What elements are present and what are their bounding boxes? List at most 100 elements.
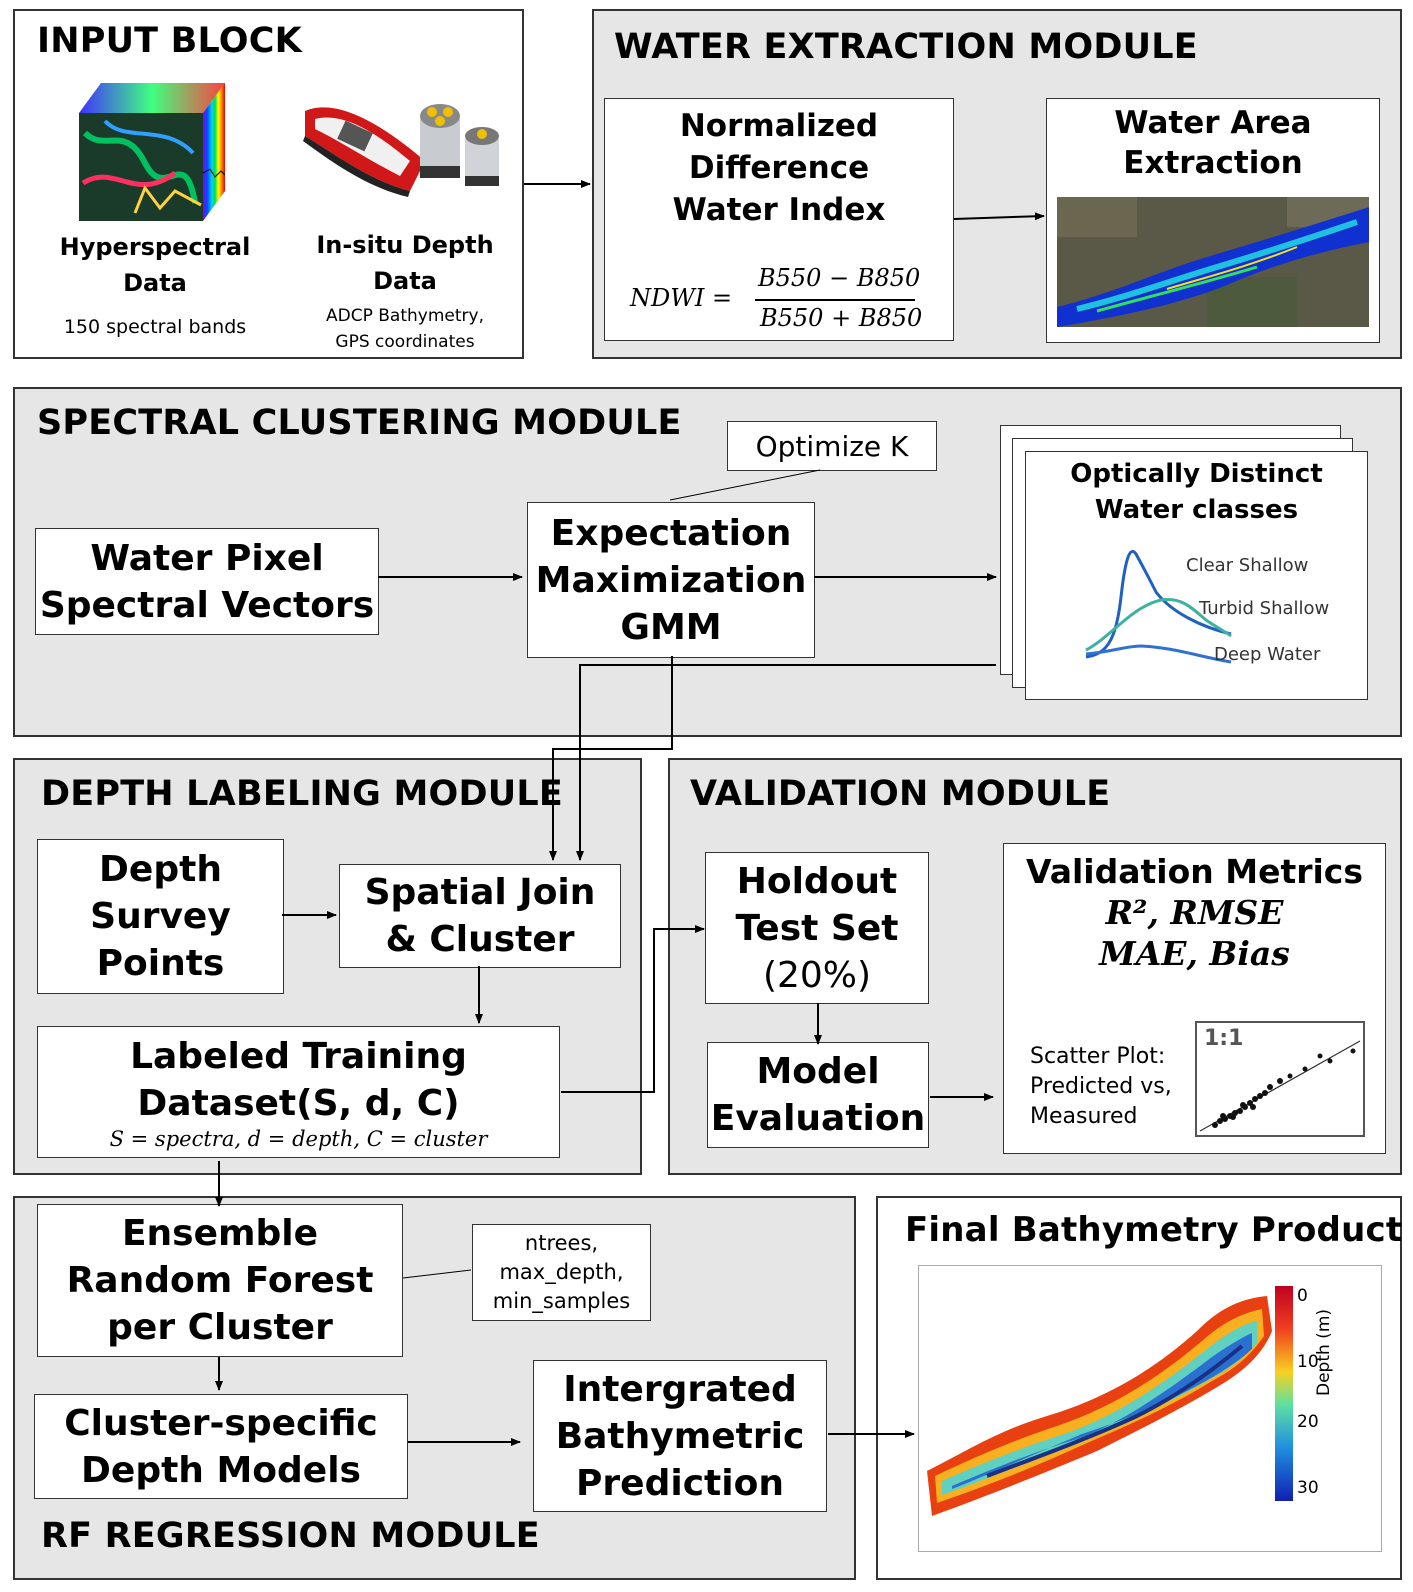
bathymetry-map-icon (927, 1296, 1272, 1516)
metrics-line1: R², RMSE (1105, 893, 1284, 932)
labeled-line2: Dataset(S, d, C) (137, 1083, 460, 1124)
labeled-line1: Labeled Training (130, 1036, 467, 1077)
em-line1: Expectation (550, 512, 792, 554)
colorbar-tick-label: 0 (1297, 1286, 1308, 1306)
scatter-caption-line2: Predicted vs, (1030, 1074, 1172, 1099)
scatter-ratio-label: 1:1 (1204, 1026, 1244, 1051)
survey-boat-icon (303, 107, 425, 197)
survey-line1: Depth (99, 849, 222, 890)
integrated-prediction-box: Intergrated Bathymetric Prediction (533, 1360, 827, 1512)
scatter-caption-line3: Measured (1030, 1104, 1138, 1129)
colorbar-tick-label: 20 (1297, 1412, 1319, 1432)
em-line3: GMM (620, 606, 722, 648)
hyperspectral-label-line2: Data (123, 269, 187, 297)
depth-labeling-module: DEPTH LABELING MODULE Depth Survey Point… (13, 758, 642, 1175)
validation-metrics-box: Validation Metrics R², RMSE MAE, Bias Sc… (1003, 843, 1386, 1154)
cluster-models-line2: Depth Models (81, 1449, 361, 1491)
spectral-curves-icon (1085, 549, 1232, 664)
classes-line2: Water classes (1094, 495, 1299, 525)
survey-line3: Points (96, 943, 225, 984)
rf-line1: Ensemble (121, 1213, 319, 1254)
insitu-label: In-situ Depth Data (295, 227, 515, 299)
cluster-models-line1: Cluster-specific (64, 1402, 378, 1444)
water-extraction-module: WATER EXTRACTION MODULE Normalized Diffe… (592, 9, 1402, 359)
optimize-k-box: Optimize K (727, 421, 937, 471)
labeled-sub: S = spectra, d = depth, C = cluster (109, 1127, 488, 1151)
insitu-sub-line2: GPS coordinates (335, 332, 475, 352)
rf-line2: Random Forest (66, 1260, 374, 1301)
rf-regression-module: Ensemble Random Forest per Cluster ntree… (13, 1196, 856, 1580)
rf-params-box: ntrees, max_depth, min_samples (472, 1224, 651, 1321)
spectral-clustering-module: SPECTRAL CLUSTERING MODULE Optimize K Wa… (13, 387, 1402, 737)
final-product-module: Final Bathymetry Product (876, 1196, 1402, 1580)
final-product-title: Final Bathymetry Product (905, 1210, 1403, 1250)
model-eval-line1: Model (756, 1051, 880, 1092)
classes-line1: Optically Distinct (1070, 459, 1323, 489)
ndwi-formula-lhs: NDWI = (630, 284, 733, 312)
join-line2: & Cluster (385, 919, 575, 960)
water-pixel-line1: Water Pixel (90, 537, 324, 579)
ndwi-formula-denominator: B550 + B850 (760, 304, 923, 332)
validation-module: VALIDATION MODULE Holdout Test Set (20%)… (668, 758, 1402, 1175)
params-line2: max_depth, (499, 1260, 624, 1284)
scatter-plot-icon (1195, 1021, 1365, 1137)
water-classes-card: Optically Distinct Water classes Clear S… (1025, 451, 1368, 700)
water-pixel-box: Water Pixel Spectral Vectors (35, 528, 379, 635)
curve-label-clear: Clear Shallow (1186, 555, 1309, 576)
hyperspectral-cube-icon (79, 83, 225, 221)
optimize-k-label: Optimize K (755, 429, 909, 463)
params-line1: ntrees, (524, 1231, 599, 1255)
scatter-caption-line1: Scatter Plot: (1030, 1044, 1166, 1069)
integrated-line1: Intergrated (563, 1368, 797, 1410)
ndwi-line3: Water Index (672, 192, 886, 228)
integrated-line3: Prediction (576, 1462, 784, 1504)
hyperspectral-sub: 150 spectral bands (63, 316, 247, 338)
curve-label-deep: Deep Water (1214, 644, 1321, 665)
integrated-line2: Bathymetric (555, 1415, 805, 1457)
holdout-line1: Holdout (736, 860, 898, 902)
ndwi-formula: NDWI = B550 − B850 B550 + B850 (630, 262, 940, 337)
fraction-bar (755, 299, 915, 301)
metrics-title: Validation Metrics (1025, 852, 1364, 891)
rf-regression-title: RF REGRESSION MODULE (41, 1516, 540, 1556)
model-eval-line2: Evaluation (710, 1098, 926, 1139)
metrics-line2: MAE, Bias (1099, 934, 1290, 973)
colorbar-tick-label: 10 (1297, 1352, 1319, 1372)
insitu-sub: ADCP Bathymetry, GPS coordinates (295, 303, 515, 355)
depth-colorbar (1275, 1286, 1293, 1501)
holdout-line3: (20%) (762, 954, 872, 996)
input-block-title: INPUT BLOCK (37, 21, 302, 61)
survey-line2: Survey (90, 896, 231, 937)
water-extraction-map-icon (1057, 197, 1369, 327)
join-line1: Spatial Join (364, 872, 596, 913)
spectral-clustering-title: SPECTRAL CLUSTERING MODULE (37, 403, 682, 443)
insitu-label-line1: In-situ Depth (316, 231, 494, 259)
insitu-label-line2: Data (373, 267, 437, 295)
holdout-box: Holdout Test Set (20%) (705, 852, 929, 1004)
colorbar-ticks: 0 10 20 30 (1297, 1286, 1327, 1501)
bathymetry-map-frame: 0 10 20 30 Depth (m) (918, 1265, 1382, 1552)
model-evaluation-box: Model Evaluation (707, 1042, 929, 1148)
water-area-box: Water Area Extraction (1046, 98, 1380, 343)
holdout-line2: Test Set (735, 907, 899, 949)
em-line2: Maximization (535, 559, 807, 601)
water-pixel-line2: Spectral Vectors (39, 584, 375, 626)
cluster-models-box: Cluster-specific Depth Models (34, 1394, 408, 1499)
validation-title: VALIDATION MODULE (690, 774, 1111, 814)
depth-survey-box: Depth Survey Points (37, 839, 284, 994)
water-area-line2: Extraction (1123, 145, 1303, 181)
colorbar-label: Depth (m) (1314, 1308, 1334, 1396)
labeled-training-box: Labeled Training Dataset(S, d, C) S = sp… (37, 1026, 560, 1158)
water-extraction-title: WATER EXTRACTION MODULE (614, 27, 1198, 67)
input-block: INPUT BLOCK (13, 9, 524, 359)
ndwi-line2: Difference (688, 150, 870, 186)
ndwi-box: Normalized Difference Water Index NDWI =… (604, 98, 954, 341)
rf-per-cluster-box: Ensemble Random Forest per Cluster (37, 1204, 403, 1357)
colorbar-tick-label: 30 (1297, 1478, 1319, 1498)
rf-line3: per Cluster (107, 1307, 333, 1348)
scatter-caption: Scatter Plot: Predicted vs, Measured (1030, 1042, 1172, 1132)
ndwi-line1: Normalized (679, 108, 879, 144)
depth-labeling-title: DEPTH LABELING MODULE (41, 774, 563, 814)
ndwi-formula-numerator: B550 − B850 (758, 264, 921, 292)
hyperspectral-label: Hyperspectral Data (45, 229, 265, 301)
